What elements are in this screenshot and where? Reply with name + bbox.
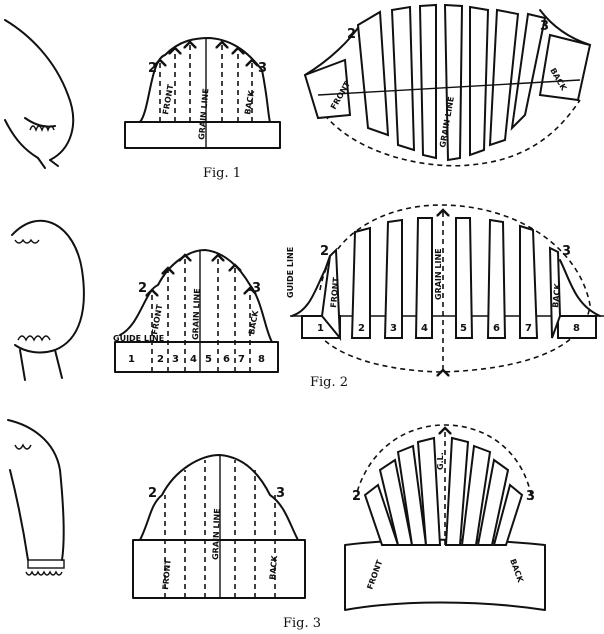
section-number: 2 (157, 354, 164, 365)
section-number: 7 (238, 354, 245, 365)
fig2-slashed-pattern: 2 3 GUIDE LINE FRONT GRAIN LINE BACK 1 2… (286, 204, 604, 372)
point-3-label: 3 (562, 244, 571, 259)
point-2-label: 2 (347, 27, 356, 42)
front-label: FRONT (161, 83, 175, 115)
guide-line-label: GUIDE LINE (286, 247, 295, 298)
back-label: BACK (268, 554, 279, 580)
fig1-sleeve-pattern: 2 3 FRONT GRAIN LINE BACK (124, 37, 281, 149)
point-2-label: 2 (352, 489, 361, 504)
guide-line-label: GUIDE LINE (113, 334, 164, 343)
fig1-sleeve-illustration (4, 19, 75, 169)
front-label: FRONT (365, 558, 384, 590)
grain-line-label: GRAIN LINE (191, 288, 202, 340)
fig2-sleeve-pattern: 2 3 GUIDE LINE FRONT GRAIN LINE BACK 1 2… (113, 249, 279, 373)
point-2-label: 2 (148, 61, 157, 76)
fig3-slashed-pattern: 2 3 G.L. FRONT BACK (344, 424, 546, 611)
grain-line-label: GRAIN LINE (434, 248, 443, 300)
section-number: 5 (460, 323, 467, 334)
point-2-label: 2 (138, 281, 147, 296)
point-3-label: 3 (252, 281, 261, 296)
front-label: FRONT (329, 276, 341, 308)
section-number: 1 (317, 323, 324, 334)
point-3-label: 3 (276, 486, 285, 501)
point-2-label: 2 (148, 486, 157, 501)
fig1-slashed-pattern: 2 3 FRONT BACK GRAIN LINE (303, 3, 592, 167)
back-label: BACK (243, 89, 256, 115)
section-numbers: 1 2 3 4 5 6 7 8 (317, 323, 580, 334)
fig2-caption: Fig. 2 (310, 375, 348, 390)
back-label: BACK (247, 309, 260, 335)
section-number: 6 (223, 354, 230, 365)
fig1-caption: Fig. 1 (203, 166, 241, 181)
section-number: 6 (493, 323, 500, 334)
section-number: 3 (390, 323, 397, 334)
fig3-caption: Fig. 3 (283, 616, 321, 631)
section-number: 3 (172, 354, 179, 365)
back-label: BACK (551, 282, 562, 308)
section-number: 5 (205, 354, 212, 365)
fig3-sleeve-pattern: 2 3 FRONT GRAIN LINE BACK (132, 454, 306, 599)
section-number: 7 (525, 323, 532, 334)
fig2-sleeve-illustration (11, 219, 85, 381)
section-number: 8 (573, 323, 580, 334)
section-number: 8 (258, 354, 265, 365)
back-label: BACK (508, 558, 525, 585)
section-number: 2 (358, 323, 365, 334)
point-3-label: 3 (540, 19, 549, 34)
point-3-label: 3 (526, 489, 535, 504)
grain-line-label: G.L. (436, 452, 445, 470)
point-2-label: 2 (320, 244, 329, 259)
grain-line-label: GRAIN LINE (197, 88, 210, 140)
point-3-label: 3 (258, 61, 267, 76)
grain-line-label: GRAIN LINE (211, 508, 222, 560)
section-number: 1 (128, 354, 135, 365)
front-label: FRONT (161, 558, 173, 590)
fig3-sleeve-illustration (7, 419, 65, 576)
section-numbers: 1 2 3 4 5 6 7 8 (128, 354, 265, 365)
section-number: 4 (421, 323, 428, 334)
section-number: 4 (190, 354, 197, 365)
